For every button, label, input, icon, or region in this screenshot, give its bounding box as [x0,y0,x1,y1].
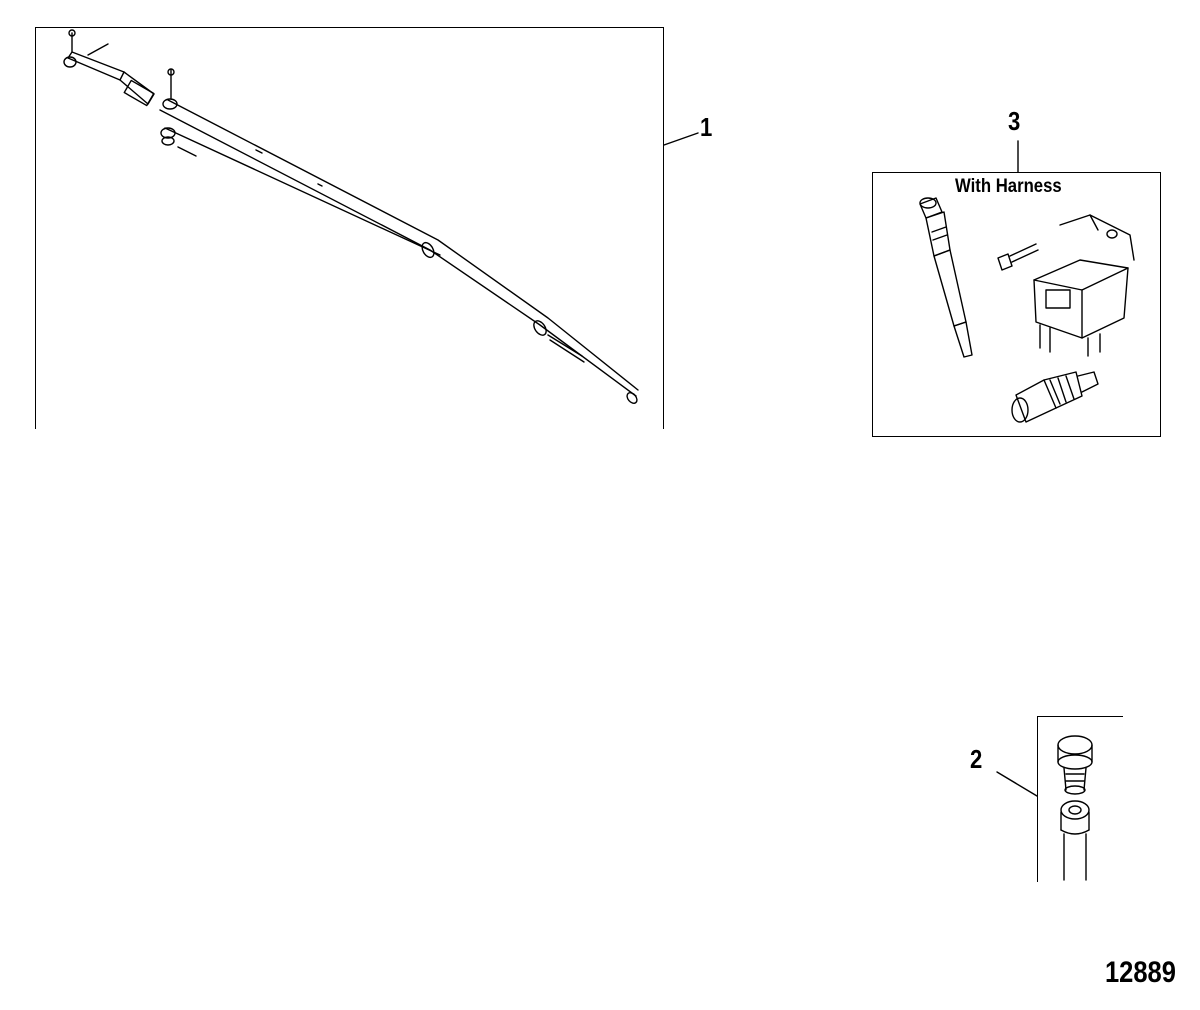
leader-line-2 [996,771,1038,797]
dipstick-tube-drawing [63,29,639,404]
drain-plug-frame [1037,716,1123,882]
callout-number-2: 2 [970,744,983,774]
callout-number-1: 1 [700,112,713,142]
with-harness-caption: With Harness [955,176,1062,197]
figure-number: 12889 [1105,956,1176,989]
dipstick-frame [35,27,664,429]
glow-plug-kit-drawing [919,197,1135,423]
glow-plug-kit-frame [872,172,1161,437]
drain-plug-drawing [1057,735,1093,881]
callout-number-3: 3 [1008,106,1021,136]
leader-line-1 [663,132,699,146]
